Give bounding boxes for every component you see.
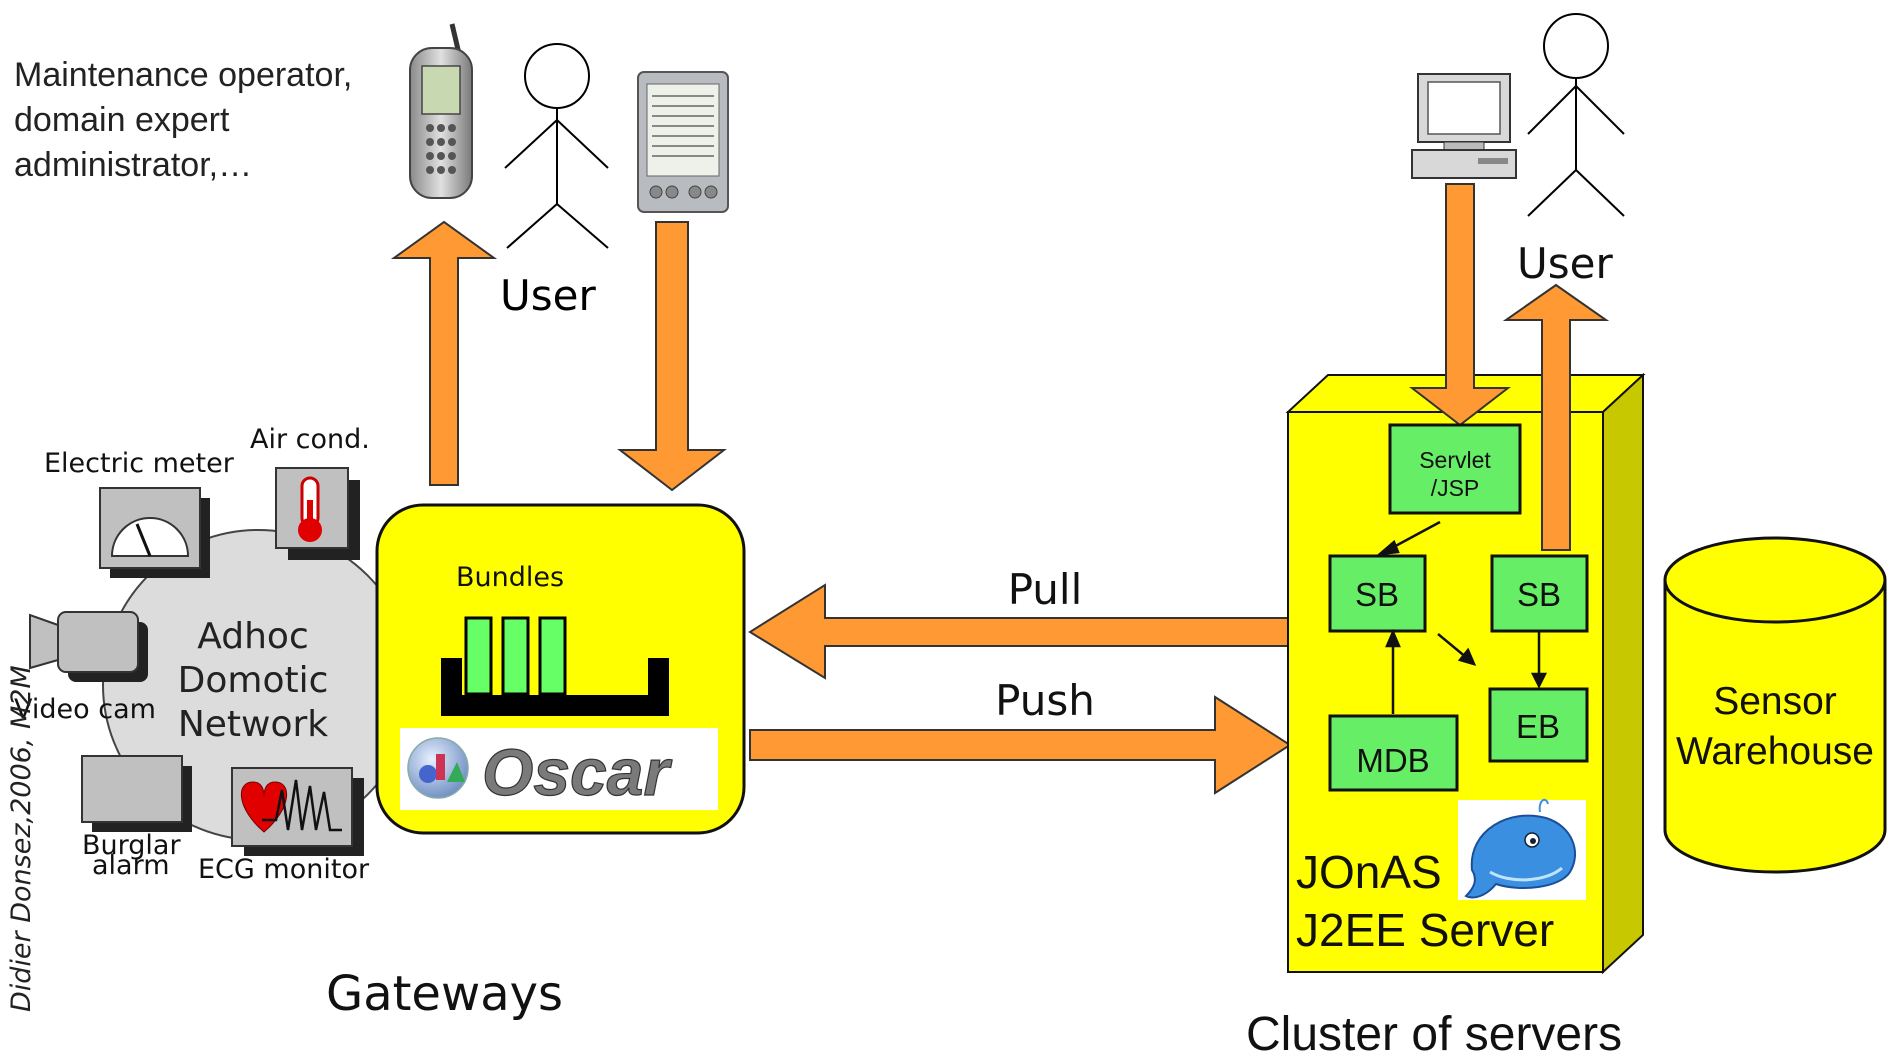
internal-arrows [1376, 520, 1548, 714]
oscar-logo-text: Oscar [482, 735, 672, 809]
ecg-monitor-label: ECG monitor [198, 854, 370, 885]
gateway-up-arrow [390, 220, 498, 486]
session-bean-left: SB [1328, 554, 1427, 633]
right-user-figure-icon [1527, 13, 1625, 217]
oscar-gateway: Bundles Oscar [375, 503, 746, 835]
ecg-monitor-icon [231, 767, 364, 856]
bundles-label: Bundles [456, 562, 564, 593]
sb-left-label: SB [1355, 576, 1399, 613]
pull-arrow [748, 583, 1291, 680]
sb-right-label: SB [1517, 576, 1561, 613]
push-arrow [749, 695, 1292, 795]
burglar-alarm-label-line-2: alarm [92, 850, 170, 881]
jonas-label-line-2: J2EE Server [1296, 904, 1554, 956]
actor-description-line-3: administrator,… [14, 146, 252, 184]
warehouse-label-line-1: Sensor [1713, 680, 1837, 723]
burglar-alarm-icon [81, 755, 192, 832]
sensor-warehouse-database: Sensor Warehouse [1663, 536, 1887, 874]
author-credit: Didier Donsez,2006, M2M [6, 665, 37, 1012]
network-label-line-2: Domotic [178, 660, 329, 701]
air-cond-icon [275, 467, 360, 560]
mdb-component: MDB [1328, 714, 1459, 792]
actor-description: Maintenance operator, domain expert admi… [14, 56, 352, 184]
network-label-line-3: Network [178, 704, 328, 745]
mdb-label: MDB [1356, 742, 1429, 779]
gateway-down-arrow [617, 221, 727, 492]
desktop-computer-icon [1411, 73, 1517, 179]
servlet-jsp-component: Servlet /JSP [1388, 423, 1522, 515]
actor-description-line-2: domain expert [14, 101, 230, 139]
cluster-caption: Cluster of servers [1246, 1008, 1622, 1061]
mobile-phone-icon [409, 23, 473, 199]
electric-meter-label: Electric meter [44, 448, 235, 479]
bundles-graphic [441, 616, 669, 716]
server-down-arrow [1409, 183, 1511, 427]
network-label-line-1: Adhoc [197, 616, 308, 657]
jonas-whale-logo-icon [1464, 798, 1576, 899]
left-user-label: User [500, 271, 596, 320]
oscar-logo-icon [407, 737, 469, 799]
video-cam-label: Video cam [14, 694, 156, 725]
air-cond-label: Air cond. [250, 424, 370, 455]
right-user-label: User [1517, 239, 1613, 288]
push-label: Push [995, 676, 1095, 725]
warehouse-label-line-2: Warehouse [1676, 730, 1874, 773]
left-user-figure-icon [504, 43, 609, 249]
pull-label: Pull [1008, 565, 1083, 614]
eb-label: EB [1516, 708, 1560, 745]
jonas-label-line-1: JOnAS [1296, 846, 1442, 898]
video-cam-icon [29, 611, 148, 682]
electric-meter-icon [99, 487, 210, 578]
servlet-label-line-2: /JSP [1431, 475, 1480, 501]
actor-description-line-1: Maintenance operator, [14, 56, 352, 94]
pda-icon [637, 71, 729, 213]
servlet-label-line-1: Servlet [1419, 447, 1491, 473]
burglar-alarm-label-line-1: Burglar [82, 830, 181, 861]
entity-bean-component: EB [1488, 687, 1589, 763]
gateways-caption: Gateways [326, 966, 563, 1022]
server-up-arrow [1502, 283, 1610, 551]
session-bean-right: SB [1490, 554, 1589, 633]
